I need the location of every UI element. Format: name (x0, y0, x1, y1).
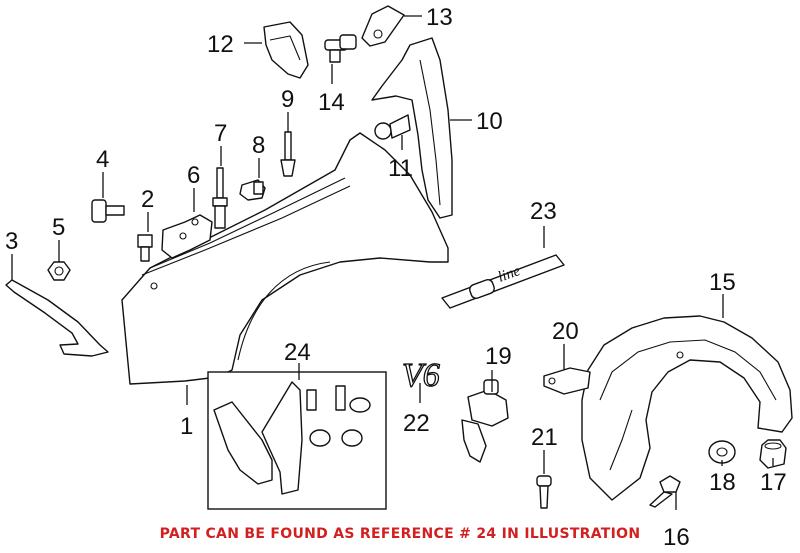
part-nut-17 (759, 439, 787, 469)
part-nut-5 (47, 261, 71, 281)
part-badge-v6: V6 (401, 356, 440, 394)
callout-21: 21 (531, 424, 558, 451)
callout-20: 20 (552, 318, 579, 345)
callout-13: 13 (426, 4, 453, 31)
callout-10: 10 (476, 108, 503, 135)
callout-22: 22 (403, 410, 430, 437)
part-bracket-13 (361, 5, 405, 47)
callout-4: 4 (96, 146, 109, 173)
callout-6: 6 (187, 162, 200, 189)
callout-12: 12 (207, 31, 234, 58)
callout-17: 17 (760, 469, 787, 496)
callout-18: 18 (709, 469, 736, 496)
part-liner-10 (371, 37, 453, 219)
callout-labels: 1 2 3 4 5 6 7 8 9 10 11 12 13 14 15 16 1… (5, 4, 787, 551)
callout-23: 23 (530, 198, 557, 225)
callout-9: 9 (281, 86, 294, 113)
part-rivet-21 (536, 475, 552, 509)
callout-7: 7 (214, 120, 227, 147)
part-wheelarch-liner (581, 315, 793, 501)
callout-24: 24 (284, 339, 311, 366)
part-push-clip-14 (324, 34, 357, 63)
part-badge-sline: line (441, 254, 565, 309)
callout-3: 3 (5, 228, 18, 255)
callout-15: 15 (709, 269, 736, 296)
part-socket-19 (461, 379, 509, 463)
badge-v6-text: V6 (402, 357, 440, 394)
part-bracket-6 (161, 214, 213, 259)
callout-2: 2 (141, 186, 154, 213)
part-pin-9 (280, 131, 296, 177)
callout-14: 14 (318, 89, 345, 116)
reference-footnote: PART CAN BE FOUND AS REFERENCE # 24 IN I… (159, 526, 641, 542)
badge-sline-text: line (496, 263, 523, 286)
part-clip-11 (374, 114, 411, 140)
callout-1: 1 (180, 413, 193, 440)
part-bracket-20 (543, 367, 591, 395)
callout-5: 5 (52, 214, 65, 241)
part-bolt-2 (137, 234, 153, 262)
part-washer-18 (708, 440, 736, 464)
callout-11: 11 (388, 155, 413, 182)
part-mudflap-kit (207, 371, 387, 510)
part-screw-16 (649, 475, 681, 508)
callout-19: 19 (485, 343, 512, 370)
part-stud-7 (212, 167, 228, 229)
part-clip-8 (239, 179, 266, 201)
part-bracket-12 (263, 21, 309, 79)
part-bolt-4 (91, 199, 125, 223)
callout-16: 16 (663, 524, 690, 551)
part-trim-strip (5, 279, 109, 357)
callout-8: 8 (252, 132, 265, 159)
